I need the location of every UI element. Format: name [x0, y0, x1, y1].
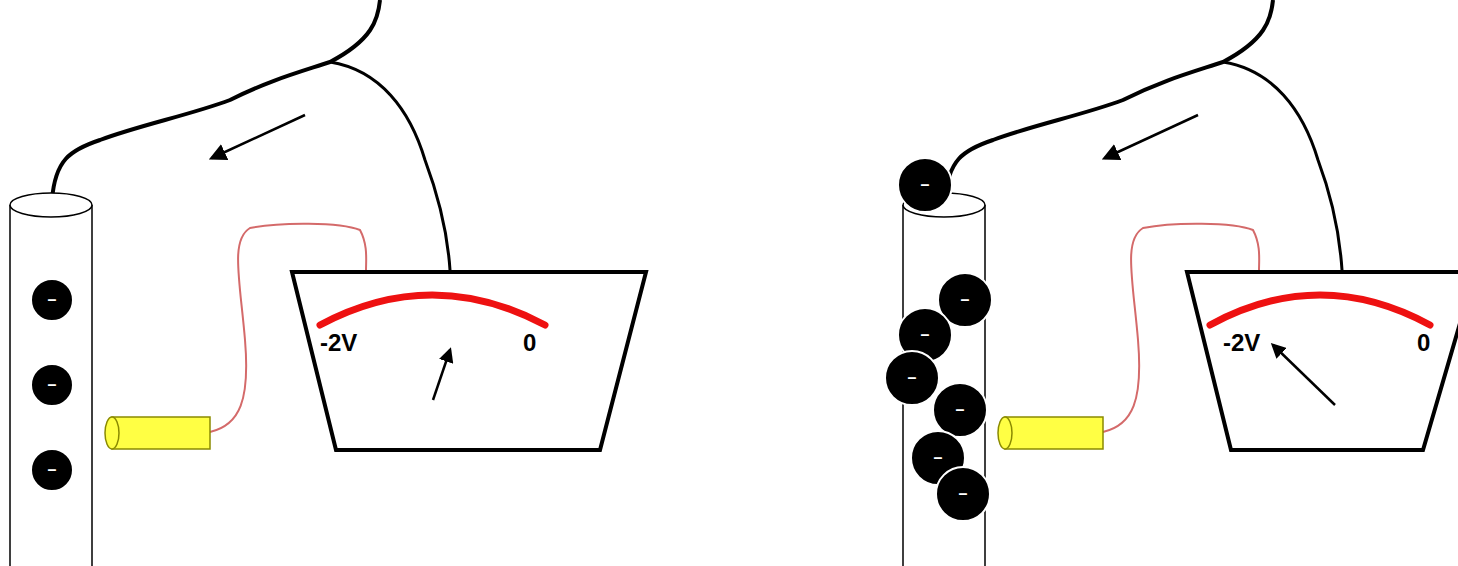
- negative-ion: –: [884, 350, 940, 406]
- charge-sign: –: [959, 486, 968, 502]
- meter-needle: [433, 350, 450, 400]
- nerve-wire: [1223, 62, 1342, 270]
- negative-ion: –: [30, 363, 74, 407]
- charge-sign: –: [48, 377, 57, 393]
- scale-label: -2V: [320, 330, 357, 356]
- voltmeter: -2V 0: [1185, 270, 1458, 452]
- electrode: [1005, 417, 1103, 449]
- charge-sign: –: [956, 402, 965, 418]
- meter-needle: [1273, 345, 1335, 405]
- scale-label: 0: [523, 330, 536, 356]
- charge-sign: –: [908, 370, 917, 386]
- flow-arrow: [1105, 115, 1198, 158]
- voltmeter-body: [290, 270, 648, 452]
- meter-case: [292, 272, 646, 450]
- negative-ion: –: [935, 466, 991, 522]
- flow-arrow: [212, 115, 305, 158]
- electrode-tip: [998, 417, 1012, 449]
- nerve-wire: [330, 62, 450, 270]
- axon-tube: [10, 205, 92, 566]
- nerve-wire: [52, 0, 380, 200]
- negative-ion: –: [30, 448, 74, 492]
- meter-scale: [320, 295, 545, 325]
- nerve-wire: [945, 0, 1273, 200]
- meter-case: [1187, 272, 1458, 450]
- charge-sign: –: [921, 177, 930, 193]
- axon-tube-top: [10, 193, 92, 217]
- charge-sign: –: [48, 462, 57, 478]
- charge-sign: –: [921, 327, 930, 343]
- charge-sign: –: [934, 450, 943, 466]
- meter-scale: [1210, 295, 1430, 325]
- charge-sign: –: [961, 292, 970, 308]
- voltmeter: -2V 0: [290, 270, 648, 452]
- negative-ion: –: [30, 278, 74, 322]
- electrode: [112, 417, 210, 449]
- electrode-tip: [105, 417, 119, 449]
- voltmeter-body: [1185, 270, 1458, 452]
- charge-sign: –: [48, 292, 57, 308]
- negative-ion: –: [897, 157, 953, 213]
- scale-label: -2V: [1223, 330, 1260, 356]
- scale-label: 0: [1417, 330, 1430, 356]
